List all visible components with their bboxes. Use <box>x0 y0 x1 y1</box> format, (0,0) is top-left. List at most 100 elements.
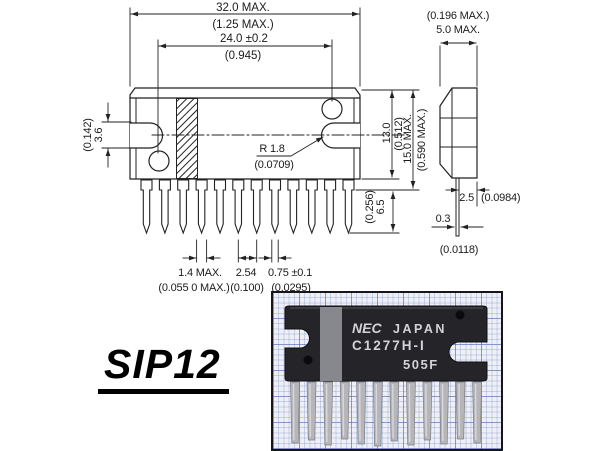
photo-pin <box>406 381 416 446</box>
hatch-line <box>176 108 198 132</box>
front-pin <box>213 179 227 235</box>
chip-hole-bottom-left <box>303 355 313 365</box>
dim-hole-spacing-in: (0.945) <box>225 50 262 62</box>
front-pin <box>177 179 190 235</box>
hatch-line <box>176 151 198 175</box>
photo-pin <box>339 381 350 440</box>
photo-pin <box>422 381 433 441</box>
chip-origin-marking: JAPAN <box>393 322 447 336</box>
dim-side-lead-thickness-mm: 0.3 <box>436 213 451 225</box>
arrowhead <box>410 91 416 98</box>
photo-pin <box>306 381 317 441</box>
left-slot <box>129 122 164 149</box>
dim-lead-pitch-in: (0.100) <box>230 282 263 294</box>
dimension-lines <box>101 7 490 263</box>
front-pin <box>268 179 282 235</box>
side-view <box>439 87 478 237</box>
dim-lead-width-mm: 1.4 MAX. <box>178 267 222 279</box>
dim-hole-spacing-mm: 24.0 ±0.2 <box>220 33 268 45</box>
package-front-outline <box>129 87 361 180</box>
hatch-line <box>176 98 196 118</box>
hatch-line <box>176 144 198 168</box>
photo-pin <box>356 381 367 445</box>
dim-depth-mm: 5.0 MAX. <box>436 24 480 36</box>
arrowhead <box>249 255 256 261</box>
front-pin <box>287 179 300 235</box>
arrowhead <box>105 149 111 156</box>
front-pin <box>158 179 171 235</box>
arrowhead <box>441 40 448 46</box>
arrowhead <box>447 224 454 230</box>
chip-gray-stripe <box>320 307 342 381</box>
front-pin <box>232 179 245 235</box>
dim-lead-pitch-mm: 2.54 <box>236 267 257 279</box>
hatch-line <box>176 101 198 125</box>
dim-body-height-in: (0.512) <box>393 117 405 150</box>
dim-total-height-mm: 15.0 MAX. <box>402 114 414 164</box>
dim-notch-radius-mm: R 1.8 <box>259 143 284 155</box>
arrowhead <box>390 224 396 231</box>
front-pin <box>250 179 263 235</box>
side-view-outline <box>439 87 478 179</box>
dim-depth-in: (0.196 MAX.) <box>427 10 489 22</box>
arrowhead <box>390 192 396 199</box>
mounting-hole-left <box>148 150 170 172</box>
side-view-pin <box>455 177 460 237</box>
front-pins <box>140 179 355 235</box>
hatch-line <box>176 122 198 147</box>
chip-hole-top-right <box>455 310 465 320</box>
chip-brand-marking: NEC <box>352 320 382 336</box>
arrowhead <box>315 137 323 143</box>
photo-pin <box>323 381 333 446</box>
dim-lead-width-in: (0.055 0 MAX.) <box>158 282 229 294</box>
arrowhead <box>239 255 246 261</box>
arrowhead <box>389 170 395 177</box>
arrowhead <box>451 187 458 193</box>
dim-overall-width-in: (1.25 MAX.) <box>212 19 274 31</box>
dim-tab-height-mm: 3.6 <box>93 128 105 143</box>
hatch-stripe <box>176 98 198 179</box>
front-pin <box>342 179 355 235</box>
photo-pin <box>439 381 449 445</box>
front-pin <box>140 179 153 235</box>
arrowhead <box>469 40 476 46</box>
chip-part-marking: C1277H-I <box>352 338 426 353</box>
hatch-line <box>176 129 198 154</box>
arrowhead <box>207 255 214 261</box>
dim-lead-offset-mm: 2.5 <box>459 192 474 204</box>
hatch-line <box>177 158 198 179</box>
photo-pin <box>472 381 482 444</box>
dim-lead-length-in: (0.256) <box>364 190 376 223</box>
front-pin <box>195 179 208 235</box>
dim-lead-length-mm: 6.5 <box>375 200 387 215</box>
front-pin <box>305 179 318 235</box>
dim-lead-offset-in: (0.0984) <box>481 192 520 204</box>
photo-pin <box>290 381 300 444</box>
dim-total-height-in: (0.590 MAX.) <box>416 109 428 171</box>
front-pin <box>324 179 337 235</box>
dim-side-lead-thickness-in: (0.0118) <box>440 244 479 256</box>
mounting-hole-right <box>321 98 343 120</box>
arrowhead <box>131 11 138 17</box>
chip-code-marking: 505F <box>403 357 439 372</box>
arrowhead <box>410 181 416 188</box>
hatch-stripe-outline <box>176 98 198 179</box>
arrowhead <box>478 187 485 193</box>
dim-lead-thickness-mm: 0.75 ±0.1 <box>268 267 312 279</box>
dim-notch-radius-in: (0.0709) <box>254 159 293 171</box>
right-slot <box>320 122 361 149</box>
photo-pin <box>372 381 383 447</box>
arrowhead <box>264 255 271 261</box>
photo-pin <box>455 381 466 440</box>
arrowhead <box>352 11 359 17</box>
dim-overall-width-mm: 32.0 MAX. <box>216 2 270 14</box>
arrowhead <box>461 224 468 230</box>
arrowhead <box>324 43 331 49</box>
chip-photo: NEC JAPAN C1277H-I 505F <box>271 291 503 451</box>
package-name-label: SIP12 <box>98 341 229 394</box>
arrowhead <box>279 255 286 261</box>
arrowhead <box>189 255 196 261</box>
arrowhead <box>105 114 111 121</box>
